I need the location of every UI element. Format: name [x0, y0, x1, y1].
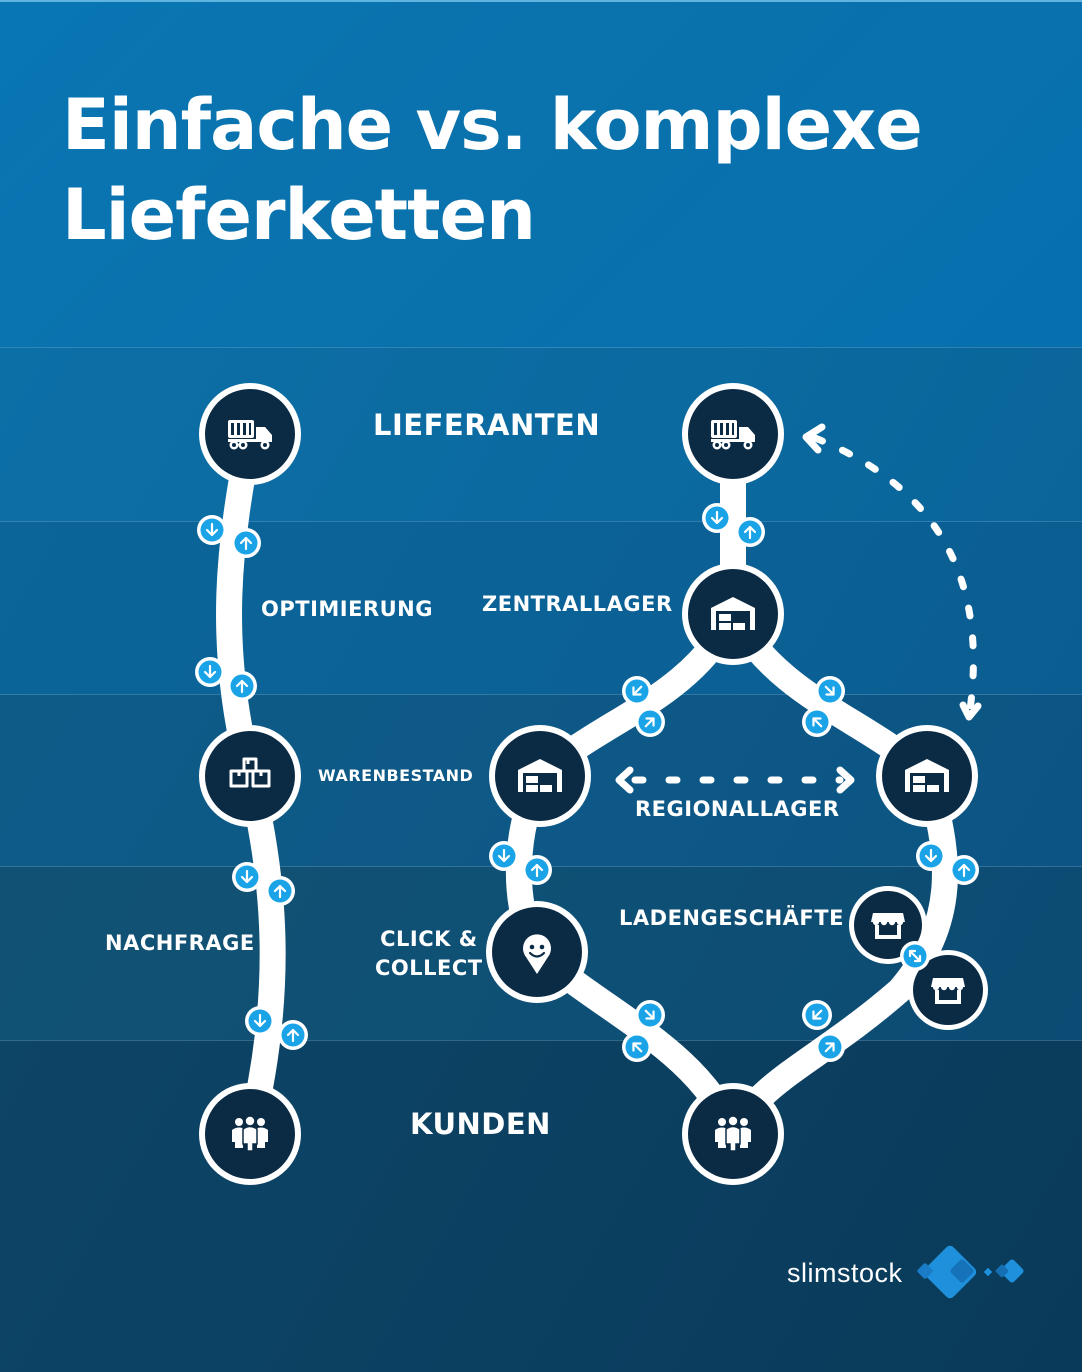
node-kunden-simple — [199, 1083, 301, 1185]
slimstock-logo-mark — [917, 1245, 1024, 1299]
band-kunden — [0, 1040, 1082, 1372]
page-title: Einfache vs. komplexe Lieferketten — [62, 80, 923, 260]
node-regionallager-right — [876, 725, 978, 827]
label-zentrallager: ZENTRALLAGER — [482, 592, 673, 616]
header: Einfache vs. komplexe Lieferketten — [0, 0, 1082, 347]
label-click-collect-line2: COLLECT — [375, 956, 483, 980]
dashed-exchange-arrow — [615, 766, 855, 794]
band-lieferanten — [0, 347, 1082, 521]
label-regionallager: REGIONALLAGER — [635, 797, 840, 821]
node-lieferanten-simple — [199, 383, 301, 485]
title-line-2: Lieferketten — [62, 174, 536, 256]
band-optimierung — [0, 521, 1082, 694]
label-nachfrage: NACHFRAGE — [105, 931, 255, 955]
title-line-1: Einfache vs. komplexe — [62, 84, 923, 166]
node-click-collect — [486, 901, 588, 1003]
dashed-return-arrow — [802, 423, 982, 721]
label-ladengeschaefte: LADENGESCHÄFTE — [619, 906, 844, 930]
slimstock-logo-text: slimstock — [787, 1258, 903, 1288]
label-lieferanten: LIEFERANTEN — [373, 408, 601, 442]
people-icon — [231, 1116, 269, 1152]
node-ladengeschaeft-2 — [908, 950, 988, 1030]
label-optimierung: OPTIMIERUNG — [261, 597, 433, 621]
node-regionallager-left — [489, 725, 591, 827]
label-click-collect: CLICK & COLLECT — [375, 925, 483, 983]
label-warenbestand: WARENBESTAND — [318, 766, 474, 785]
label-click-collect-line1: CLICK & — [380, 927, 478, 951]
node-lieferanten-complex — [682, 383, 784, 485]
label-kunden: KUNDEN — [410, 1107, 551, 1141]
flow-badges — [195, 503, 979, 1062]
node-kunden-complex — [682, 1083, 784, 1185]
node-zentrallager — [682, 563, 784, 665]
people-icon — [714, 1116, 752, 1152]
node-warenbestand — [199, 725, 301, 827]
arrow-diagonal-both-icon — [908, 949, 922, 963]
